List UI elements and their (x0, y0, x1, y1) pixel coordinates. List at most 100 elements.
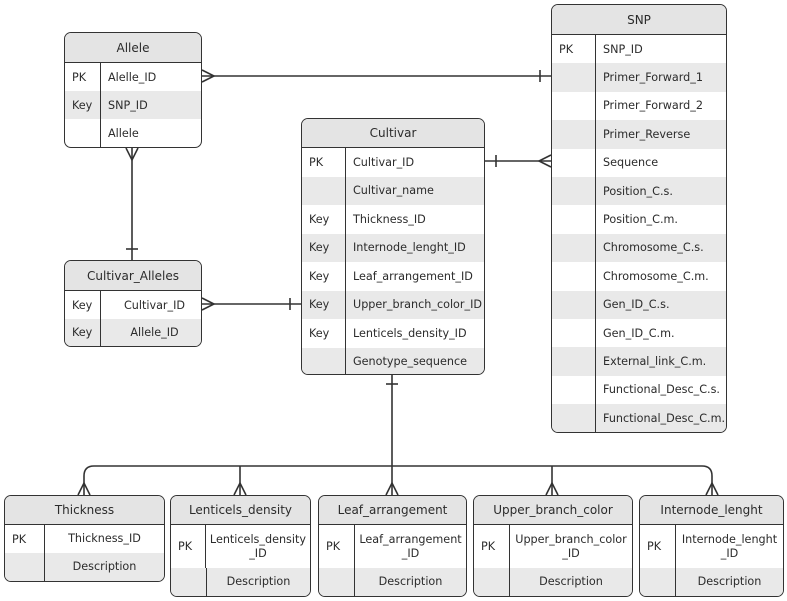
row-key: PK (319, 525, 355, 568)
row-field: Chromosome_C.m. (603, 269, 709, 283)
entity-row: PK Thickness_ID (5, 525, 164, 553)
entity-row: Gen_ID_C.m. (552, 318, 726, 348)
row-field: Allele (108, 126, 139, 140)
row-key (552, 63, 596, 92)
entity-row: Key Internode_lenght_ID (302, 233, 484, 262)
entity-row: Cultivar_name (302, 176, 484, 205)
entity-leaf-arrangement-title: Leaf_arrangement (319, 496, 466, 525)
entity-row: PK Internode_lenght _ID (640, 525, 783, 568)
entity-row: Key SNP_ID (65, 91, 201, 119)
entity-upper-branch-color-title: Upper_branch_color (474, 496, 632, 525)
row-field: Description (378, 575, 443, 588)
row-field: Thickness_ID (353, 212, 426, 226)
row-field: Functional_Desc_C.m. (603, 411, 726, 425)
entity-row: Chromosome_C.m. (552, 262, 726, 291)
row-field: Allele_ID (130, 326, 179, 339)
relation-allele-cultivar-alleles (125, 147, 139, 260)
entity-row: Description (474, 568, 632, 596)
row-field: External_link_C.m. (603, 354, 707, 368)
entity-row: Genotype_sequence (302, 347, 484, 374)
row-field: Chromosome_C.s. (603, 241, 704, 255)
row-field: Description (539, 575, 603, 588)
row-key: Key (302, 233, 346, 262)
row-field: Internode_lenght_ID (353, 241, 466, 255)
row-key: Key (302, 319, 346, 348)
entity-row: Functional_Desc_C.m. (552, 404, 726, 432)
relation-allele-snp (201, 69, 551, 83)
row-field: Description (226, 575, 291, 588)
entity-cultivar-alleles-title: Cultivar_Alleles (65, 261, 201, 291)
row-field: Cultivar_name (353, 184, 434, 198)
entity-row: Key Upper_branch_color_ID (302, 290, 484, 319)
row-field: Gen_ID_C.s. (603, 298, 670, 312)
entity-row: Key Allele_ID (65, 319, 201, 346)
entity-row: Gen_ID_C.s. (552, 290, 726, 319)
entity-cultivar-alleles[interactable]: Cultivar_Alleles Key Cultivar_ID Key All… (64, 260, 202, 347)
entity-row: Primer_Forward_2 (552, 91, 726, 121)
entity-internode-lenght[interactable]: Internode_lenght PK Internode_lenght _ID… (639, 495, 784, 597)
entity-row: Allele (65, 119, 201, 147)
entity-row: Description (171, 568, 310, 596)
entity-cultivar[interactable]: Cultivar PK Cultivar_ID Cultivar_name Ke… (301, 118, 485, 375)
row-key (552, 120, 596, 149)
relation-cultivar-alleles-cultivar (201, 297, 301, 311)
row-key (552, 290, 596, 319)
row-field: Position_C.s. (603, 184, 673, 198)
row-key (552, 262, 596, 291)
entity-row: Primer_Forward_1 (552, 63, 726, 92)
entity-allele[interactable]: Allele PK Alelle_ID Key SNP_ID Allele (64, 32, 202, 148)
row-key: PK (5, 525, 45, 553)
row-field: Lenticels_density_ID (353, 326, 467, 340)
row-field: Primer_Forward_1 (603, 71, 703, 85)
entity-row: Position_C.m. (552, 205, 726, 234)
row-field: Alelle_ID (108, 70, 157, 84)
row-key (552, 176, 596, 206)
entity-cultivar-title: Cultivar (302, 119, 484, 148)
row-key (552, 205, 596, 234)
row-key: Key (65, 91, 101, 119)
row-key (302, 347, 346, 374)
entity-row: External_link_C.m. (552, 347, 726, 376)
entity-row: Key Cultivar_ID (65, 291, 201, 319)
row-field: Thickness_ID (68, 532, 141, 545)
entity-lenticels-density[interactable]: Lenticels_density PK Lenticels_density _… (170, 495, 311, 597)
row-key: Key (302, 205, 346, 234)
entity-row: PK Leaf_arrangement _ID (319, 525, 466, 568)
row-key (552, 233, 596, 263)
entity-leaf-arrangement[interactable]: Leaf_arrangement PK Leaf_arrangement _ID… (318, 495, 467, 597)
row-key (5, 553, 45, 581)
row-key (474, 568, 510, 596)
row-field: Primer_Forward_2 (603, 99, 703, 113)
row-field: Cultivar_ID (123, 298, 186, 312)
entity-snp[interactable]: SNP PK SNP_ID Primer_Forward_1 Primer_Fo… (551, 4, 727, 433)
entity-row: Sequence (552, 148, 726, 177)
row-field: Description (72, 560, 137, 573)
entity-thickness[interactable]: Thickness PK Thickness_ID Description (4, 495, 165, 582)
row-field: Cultivar_ID (353, 155, 415, 169)
row-key (319, 568, 355, 596)
relation-cultivar-snp (485, 154, 552, 168)
row-field: Leaf_arrangement _ID (359, 532, 462, 560)
entity-row: Primer_Reverse (552, 120, 726, 149)
row-key (552, 347, 596, 376)
row-field: Position_C.m. (603, 213, 678, 227)
row-key: PK (474, 525, 510, 568)
row-field: Internode_lenght _ID (681, 532, 778, 560)
row-key: Key (302, 262, 346, 291)
entity-row: Position_C.s. (552, 176, 726, 206)
row-key (552, 404, 596, 432)
entity-row: PK Lenticels_density _ID (171, 525, 310, 568)
row-key: Key (65, 291, 101, 319)
entity-lenticels-density-title: Lenticels_density (171, 496, 310, 525)
row-field: Functional_Desc_C.s. (603, 383, 720, 397)
entity-row: PK Upper_branch_color _ID (474, 525, 632, 568)
row-field: SNP_ID (603, 42, 643, 56)
row-field: Primer_Reverse (603, 127, 691, 141)
entity-upper-branch-color[interactable]: Upper_branch_color PK Upper_branch_color… (473, 495, 633, 597)
entity-row: PK SNP_ID (552, 35, 726, 64)
entity-row: Key Lenticels_density_ID (302, 319, 484, 348)
row-key: PK (65, 63, 101, 91)
row-key: PK (640, 525, 676, 568)
entity-row: PK Alelle_ID (65, 63, 201, 91)
row-key: Key (302, 290, 346, 319)
